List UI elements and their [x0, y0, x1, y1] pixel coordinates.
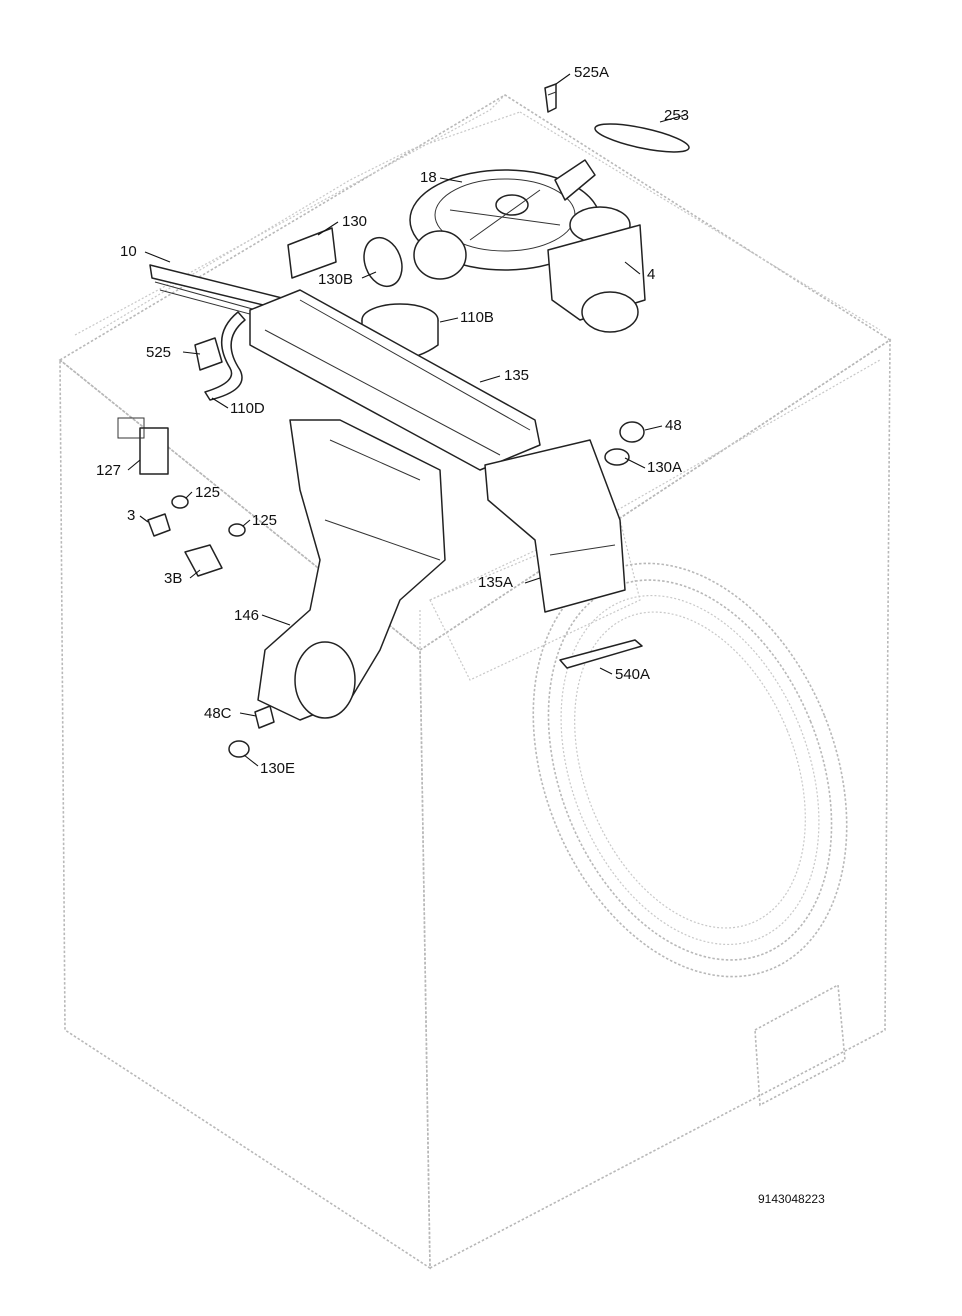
cabinet-outline [58, 94, 892, 1270]
part-130a-grommet [604, 448, 630, 466]
part-48c-fitting [254, 705, 275, 729]
part-135a-elbow-duct [484, 439, 626, 613]
part-125-ring-lower [228, 523, 246, 537]
callout-labels: 525A 253 18 130 10 130B 4 110B 525 135 1… [96, 64, 689, 777]
part-130e-grommet [228, 740, 250, 758]
part-525-bracket [194, 337, 223, 371]
callout-525: 525 [146, 344, 171, 361]
part-18-fan-housing [409, 159, 601, 280]
part-3-clip [147, 513, 171, 537]
callout-125-lower: 125 [252, 512, 277, 529]
callout-130: 130 [342, 213, 367, 230]
callout-253: 253 [664, 107, 689, 124]
callout-3: 3 [127, 507, 135, 524]
part-3b-clip [184, 544, 223, 577]
callout-110b: 110B [460, 309, 494, 326]
callout-135a: 135A [478, 574, 513, 591]
callout-525a: 525A [574, 64, 609, 81]
part-525a-bracket [544, 83, 557, 113]
callout-146: 146 [234, 607, 259, 624]
callout-540a: 540A [615, 666, 650, 683]
callout-3b: 3B [164, 570, 182, 587]
door-porthole [532, 562, 848, 978]
document-code: 9143048223 [758, 1192, 825, 1206]
part-253-belt [594, 123, 690, 153]
callout-135: 135 [504, 367, 529, 384]
leader-lines [127, 73, 686, 767]
callout-10: 10 [120, 243, 137, 260]
part-540a-gasket [559, 639, 643, 669]
callout-127: 127 [96, 462, 121, 479]
part-130-seal [287, 227, 337, 279]
part-125-ring-upper [171, 495, 189, 509]
callout-48: 48 [665, 417, 682, 434]
callout-130a: 130A [647, 459, 682, 476]
part-4-motor [547, 206, 646, 333]
part-48-cap [619, 421, 645, 443]
callout-130b: 130B [318, 271, 353, 288]
callout-125-upper: 125 [195, 484, 220, 501]
callout-4: 4 [647, 266, 655, 283]
callout-130e: 130E [260, 760, 295, 777]
part-110d-hose [204, 311, 246, 401]
callout-18: 18 [420, 169, 437, 186]
part-127-pump [117, 417, 169, 475]
part-130b-ring [363, 236, 403, 288]
part-146-channel [257, 419, 446, 721]
service-flap [754, 983, 846, 1107]
part-135-duct [249, 289, 541, 471]
callout-48c: 48C [204, 705, 232, 722]
callout-110d: 110D [230, 400, 265, 417]
